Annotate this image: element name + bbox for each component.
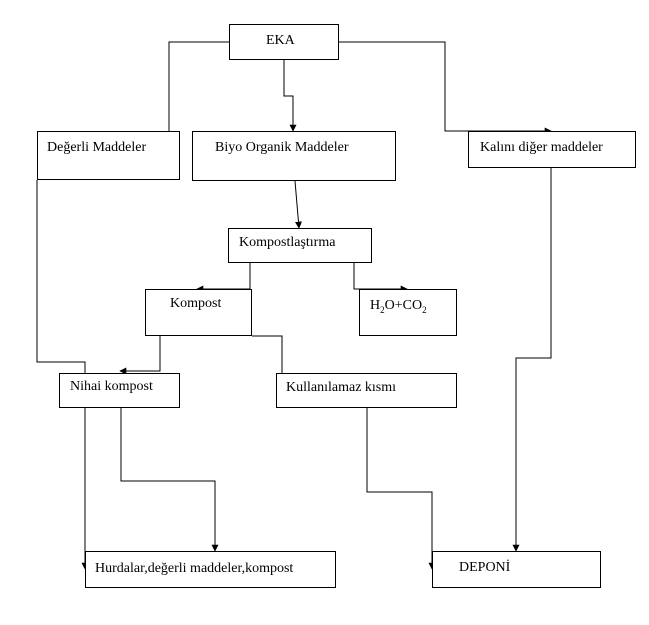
node-kalini-label: Kalını diğer maddeler	[480, 140, 603, 155]
node-hurdalar-label: Hurdalar,değerli maddeler,kompost	[95, 561, 294, 576]
arrow-kompost-nihai	[119, 336, 161, 375]
arrow-nihai-hurdalar	[120, 408, 219, 552]
node-nihai-kompost: Nihai kompost	[59, 373, 180, 408]
node-deponi-label: DEPONİ	[459, 560, 511, 575]
arrow-kalini-deponi	[512, 168, 552, 552]
node-eka: EKA	[229, 24, 339, 60]
node-deponi: DEPONİ	[432, 551, 601, 588]
node-degerli-maddeler: Değerli Maddeler	[37, 131, 180, 180]
node-kalini-diger: Kalını diğer maddeler	[468, 131, 636, 168]
arrow-kullanilamaz-deponi	[366, 408, 436, 570]
arrow-degerli-hurdalar	[36, 180, 89, 570]
arrow-kompostlastirma-h2o	[353, 263, 408, 293]
node-kompostlastirma: Kompostlaştırma	[228, 228, 372, 263]
node-nihai-label: Nihai kompost	[70, 379, 153, 394]
node-kullanilamaz-label: Kullanılamaz kısmı	[286, 380, 397, 395]
arrow-kompostlastirma-kompost	[196, 263, 251, 293]
node-kompost: Kompost	[145, 289, 252, 336]
connector-kompost-kullanilamaz	[252, 335, 283, 373]
node-kullanilamaz-kismi: Kullanılamaz kısmı	[276, 373, 457, 408]
arrow-eka-kalini	[339, 41, 552, 135]
arrow-biyo-kompostlastirma	[294, 180, 302, 229]
node-biyo-label: Biyo Organik Maddeler	[215, 140, 349, 155]
node-eka-label: EKA	[266, 33, 295, 48]
node-kompost-label: Kompost	[170, 296, 222, 311]
node-h2o-label: H2O+CO2	[370, 298, 427, 315]
node-biyo-organik: Biyo Organik Maddeler	[192, 131, 396, 181]
arrow-eka-biyo	[283, 60, 297, 132]
node-h2o-co2: H2O+CO2	[359, 289, 457, 336]
node-degerli-label: Değerli Maddeler	[47, 140, 147, 155]
connector-eka-degerli	[168, 41, 229, 131]
node-kompostlastirma-label: Kompostlaştırma	[239, 235, 336, 250]
node-hurdalar: Hurdalar,değerli maddeler,kompost	[85, 551, 336, 588]
